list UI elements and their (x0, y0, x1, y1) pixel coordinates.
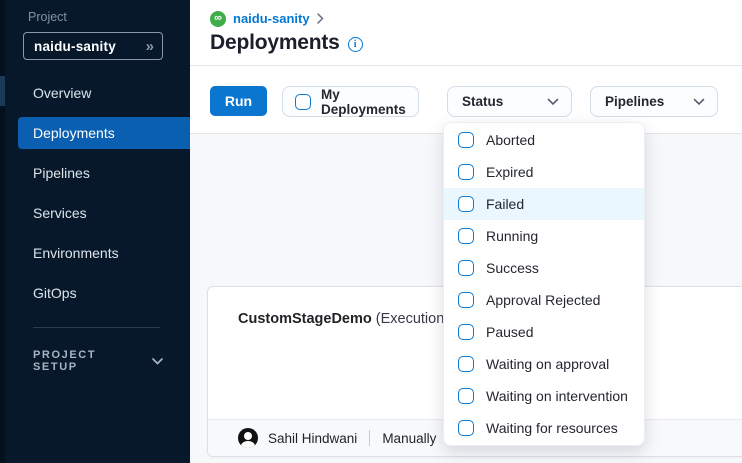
chevron-down-icon (547, 98, 559, 106)
checkbox-icon[interactable] (458, 132, 474, 148)
pipelines-filter-label: Pipelines (605, 94, 664, 109)
status-dropdown-menu: AbortedExpiredFailedRunningSuccessApprov… (443, 122, 645, 446)
sidebar-item-label: Overview (33, 85, 91, 101)
status-option-label: Failed (486, 196, 524, 212)
main-area: ∞ naidu-sanity Deployments i Run My Depl… (190, 0, 742, 463)
status-option-aborted[interactable]: Aborted (444, 124, 644, 156)
project-setup-toggle[interactable]: PROJECT SETUP (33, 349, 163, 373)
sidebar-item-deployments[interactable]: Deployments (0, 113, 190, 153)
sidebar-item-label: Environments (33, 245, 119, 261)
sidebar-item-services[interactable]: Services (0, 193, 190, 233)
project-selector[interactable]: naidu-sanity » (23, 32, 163, 60)
page-title: Deployments (210, 31, 340, 55)
checkbox-icon[interactable] (458, 196, 474, 212)
status-option-waiting-on-intervention[interactable]: Waiting on intervention (444, 380, 644, 412)
sidebar-item-label: Services (33, 205, 87, 221)
status-option-label: Paused (486, 324, 533, 340)
sidebar-item-label: Pipelines (33, 165, 90, 181)
checkbox-icon[interactable] (458, 164, 474, 180)
status-option-label: Waiting for resources (486, 420, 618, 436)
my-deployments-toggle[interactable]: My Deployments (282, 86, 419, 117)
sidebar: Project naidu-sanity » OverviewDeploymen… (0, 0, 190, 463)
checkbox-icon[interactable] (458, 324, 474, 340)
project-setup-label: PROJECT SETUP (33, 349, 138, 373)
checkbox-icon[interactable] (458, 228, 474, 244)
status-option-failed[interactable]: Failed (444, 188, 644, 220)
trigger-type: Manually (382, 431, 436, 446)
sidebar-item-gitops[interactable]: GitOps (0, 273, 190, 313)
footer-divider (369, 430, 370, 446)
chevron-down-icon (693, 98, 705, 106)
chevron-right-icon (317, 13, 324, 24)
status-filter-label: Status (462, 94, 503, 109)
sidebar-item-overview[interactable]: Overview (0, 73, 190, 113)
sidebar-divider (33, 327, 160, 328)
status-option-label: Expired (486, 164, 533, 180)
status-option-waiting-for-resources[interactable]: Waiting for resources (444, 412, 644, 444)
status-option-label: Waiting on approval (486, 356, 609, 372)
project-name: naidu-sanity (34, 39, 116, 54)
status-option-paused[interactable]: Paused (444, 316, 644, 348)
status-option-label: Approval Rejected (486, 292, 600, 308)
run-button[interactable]: Run (210, 86, 267, 116)
chevron-down-icon (152, 358, 163, 365)
status-option-success[interactable]: Success (444, 252, 644, 284)
project-label: Project (28, 10, 67, 24)
breadcrumb-project-link[interactable]: naidu-sanity (233, 11, 310, 26)
status-option-label: Aborted (486, 132, 535, 148)
checkbox-icon[interactable] (458, 260, 474, 276)
sidebar-item-label: Deployments (33, 125, 115, 141)
sidebar-item-environments[interactable]: Environments (0, 233, 190, 273)
sidebar-nav: OverviewDeploymentsPipelinesServicesEnvi… (0, 73, 190, 313)
double-chevron-right-icon[interactable]: » (146, 39, 154, 54)
checkbox-icon[interactable] (458, 292, 474, 308)
status-option-label: Waiting on intervention (486, 388, 628, 404)
checkbox-icon[interactable] (458, 420, 474, 436)
pipelines-filter-dropdown[interactable]: Pipelines (590, 86, 718, 117)
avatar (238, 428, 258, 448)
pipeline-name: CustomStageDemo (238, 311, 372, 327)
sidebar-item-pipelines[interactable]: Pipelines (0, 153, 190, 193)
status-option-label: Running (486, 228, 538, 244)
checkbox-icon[interactable] (458, 388, 474, 404)
status-option-running[interactable]: Running (444, 220, 644, 252)
my-deployments-label: My Deployments (321, 87, 406, 117)
sidebar-item-label: GitOps (33, 285, 77, 301)
status-option-approval-rejected[interactable]: Approval Rejected (444, 284, 644, 316)
cd-module-icon: ∞ (210, 11, 226, 27)
breadcrumb[interactable]: ∞ naidu-sanity (210, 10, 324, 27)
status-option-waiting-on-approval[interactable]: Waiting on approval (444, 348, 644, 380)
status-option-label: Success (486, 260, 539, 276)
author-name: Sahil Hindwani (268, 431, 357, 446)
status-filter-dropdown[interactable]: Status (447, 86, 572, 117)
my-deployments-checkbox[interactable] (295, 94, 311, 110)
page-header: ∞ naidu-sanity Deployments i (190, 0, 742, 66)
info-icon[interactable]: i (348, 37, 363, 52)
status-option-expired[interactable]: Expired (444, 156, 644, 188)
checkbox-icon[interactable] (458, 356, 474, 372)
execution-title[interactable]: CustomStageDemo (Execution Id (238, 311, 460, 327)
